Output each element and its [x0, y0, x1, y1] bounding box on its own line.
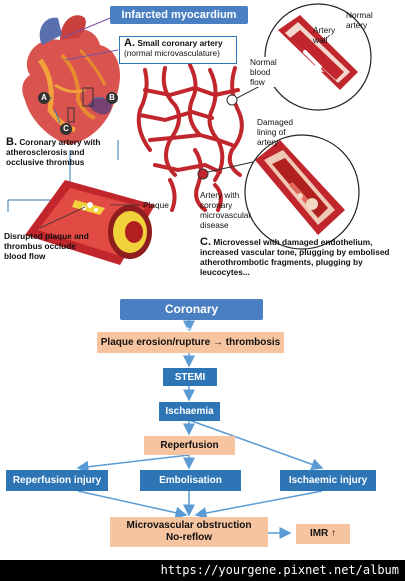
reperfusion-box: Reperfusion: [144, 436, 235, 455]
artery-wall-label: Artery wall: [313, 25, 336, 45]
reperfusion-injury-text: Reperfusion injury: [12, 475, 102, 486]
label-a-letter: A.: [124, 37, 135, 49]
label-b: B. Coronary artery with atherosclerosis …: [6, 136, 124, 168]
mvo-line2: No-reflow: [165, 532, 213, 543]
imr-box: IMR ↑: [296, 524, 350, 544]
reperfusion-text: Reperfusion: [160, 439, 219, 451]
label-c-text: Microvessel with damaged endothelium, in…: [200, 237, 390, 277]
label-b-text: Coronary artery with atherosclerosis and…: [6, 137, 101, 167]
label-b-letter: B.: [6, 136, 17, 148]
watermark-bar: https://yourgene.pixnet.net/album: [0, 560, 405, 581]
embolisation-text: Embolisation: [159, 475, 222, 486]
label-a-box: A. Small coronary artery (normal microva…: [119, 36, 237, 64]
marker-b: B: [106, 92, 118, 104]
ischaemia-box: Ischaemia: [159, 402, 220, 421]
label-a-line1: Small coronary artery: [137, 38, 223, 48]
reperfusion-injury-box: Reperfusion injury: [6, 470, 108, 491]
microvasculature-network: [136, 63, 244, 212]
microvascular-obstruction-box: Microvascular obstruction No-reflow: [110, 517, 268, 547]
artery-with-disease-label: Artery with coronary microvascular disea…: [200, 190, 252, 230]
coronary-atherosclerosis-title: Coronary atherosclerosis: [120, 299, 263, 337]
stemi-text: STEMI: [174, 371, 206, 383]
ischaemia-text: Ischaemia: [165, 406, 214, 417]
disrupted-plaque-label: Disrupted plaque and thrombus occlude bl…: [4, 231, 89, 261]
normal-artery-circle: [264, 3, 372, 111]
top-illustration: Infarcted myocardium A. Small coronary a…: [4, 3, 395, 278]
plaque-label: Plaque: [143, 200, 169, 210]
damaged-lining-label: Damaged lining of artery: [257, 117, 293, 147]
mvo-line1: Microvascular obstruction: [126, 520, 252, 531]
plaque-erosion-text: Plaque erosion/rupture → thrombosis: [100, 336, 281, 348]
infarcted-myocardium-title: Infarcted myocardium: [110, 6, 248, 24]
imr-text: IMR ↑: [309, 528, 337, 539]
plaque-erosion-box: Plaque erosion/rupture → thrombosis: [97, 332, 284, 353]
embolisation-box: Embolisation: [140, 470, 241, 491]
marker-a: A: [38, 92, 50, 104]
normal-artery-label: Normal artery: [346, 10, 373, 30]
label-c: C. Microvessel with damaged endothelium,…: [200, 236, 395, 278]
ischaemic-injury-box: Ischaemic injury: [280, 470, 376, 491]
stemi-box: STEMI: [163, 368, 217, 386]
marker-c: C: [60, 123, 72, 135]
watermark-url: https://yourgene.pixnet.net/album: [160, 563, 399, 577]
diseased-artery-circle: [244, 134, 360, 250]
label-a-line2: (normal microvasculature): [124, 48, 220, 58]
illustration-svg: [7, 3, 372, 265]
normal-blood-flow-label: Normal blood flow: [250, 57, 286, 87]
label-c-letter: C.: [200, 236, 211, 248]
ischaemic-injury-text: Ischaemic injury: [288, 475, 368, 486]
